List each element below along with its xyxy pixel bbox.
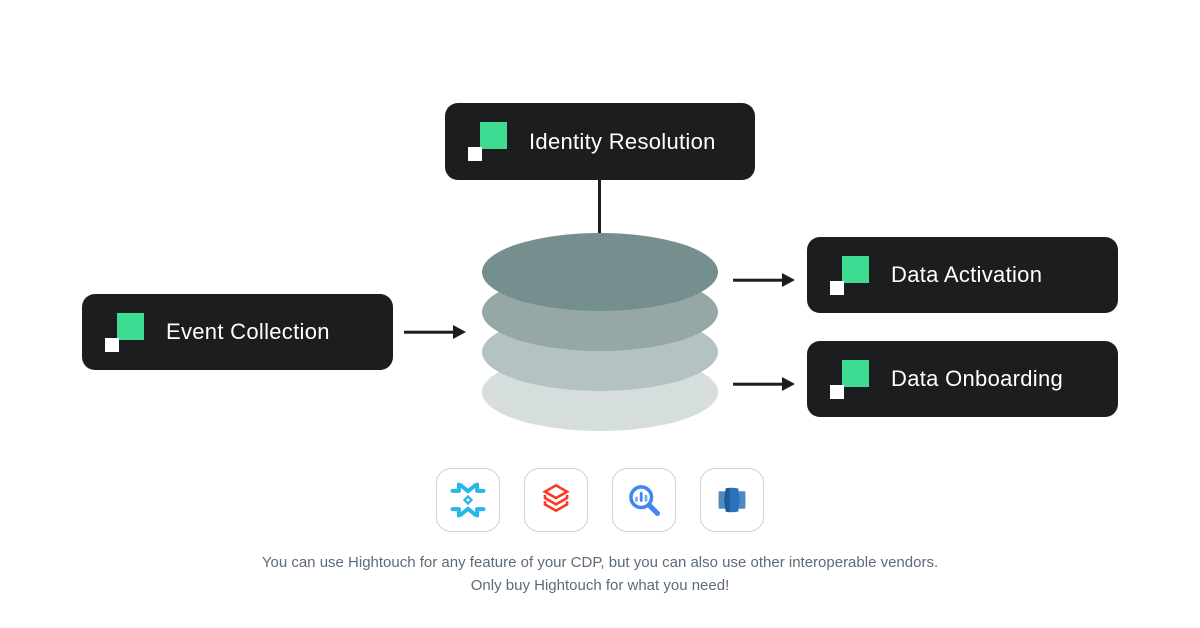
hightouch-logo-icon (830, 255, 870, 295)
node-data-activation: Data Activation (807, 237, 1118, 313)
node-label-identity-resolution: Identity Resolution (529, 128, 716, 154)
bigquery-icon (629, 485, 661, 517)
redshift-icon (718, 487, 746, 513)
caption-line-1: You can use Hightouch for any feature of… (261, 554, 939, 571)
arrow-head-icon (453, 325, 466, 339)
logo-green-square (480, 122, 507, 149)
logo-green-square (117, 312, 144, 340)
caption-line-2: Only buy Hightouch for what you need! (470, 577, 730, 594)
arrow-head-icon (782, 273, 795, 287)
arrow-warehouse-to-activation (733, 272, 795, 288)
node-label-event-collection: Event Collection (166, 319, 330, 344)
databricks-icon (542, 483, 570, 513)
arrow-shaft (733, 278, 785, 282)
connector-identity-to-warehouse (598, 179, 601, 241)
hightouch-logo-icon (468, 122, 508, 161)
logo-green-square (842, 359, 869, 387)
arrow-event-to-warehouse (404, 324, 466, 340)
arrow-warehouse-to-onboarding (733, 376, 795, 392)
node-data-onboarding: Data Onboarding (807, 341, 1118, 417)
node-identity-resolution: Identity Resolution (445, 103, 755, 180)
hightouch-logo-icon (105, 312, 145, 352)
logo-white-square (105, 337, 119, 352)
logo-white-square (830, 384, 844, 399)
arrow-shaft (404, 330, 456, 334)
logo-white-square (830, 280, 844, 295)
node-event-collection: Event Collection (82, 294, 393, 370)
vendor-tile-redshift (700, 468, 764, 532)
node-label-data-activation: Data Activation (891, 262, 1043, 287)
vendor-tile-databricks (524, 468, 588, 532)
arrow-head-icon (782, 377, 795, 391)
caption: You can use Hightouch for any feature of… (0, 551, 1200, 597)
hightouch-logo-icon (830, 359, 870, 399)
logo-green-square (842, 255, 869, 283)
logo-white-square (468, 147, 482, 161)
arrow-shaft (733, 382, 785, 386)
snowflake-icon (450, 482, 486, 518)
vendor-tile-bigquery (612, 468, 676, 532)
warehouse-layer-1 (482, 233, 718, 311)
node-label-data-onboarding: Data Onboarding (891, 366, 1064, 391)
vendor-tile-snowflake (436, 468, 500, 532)
